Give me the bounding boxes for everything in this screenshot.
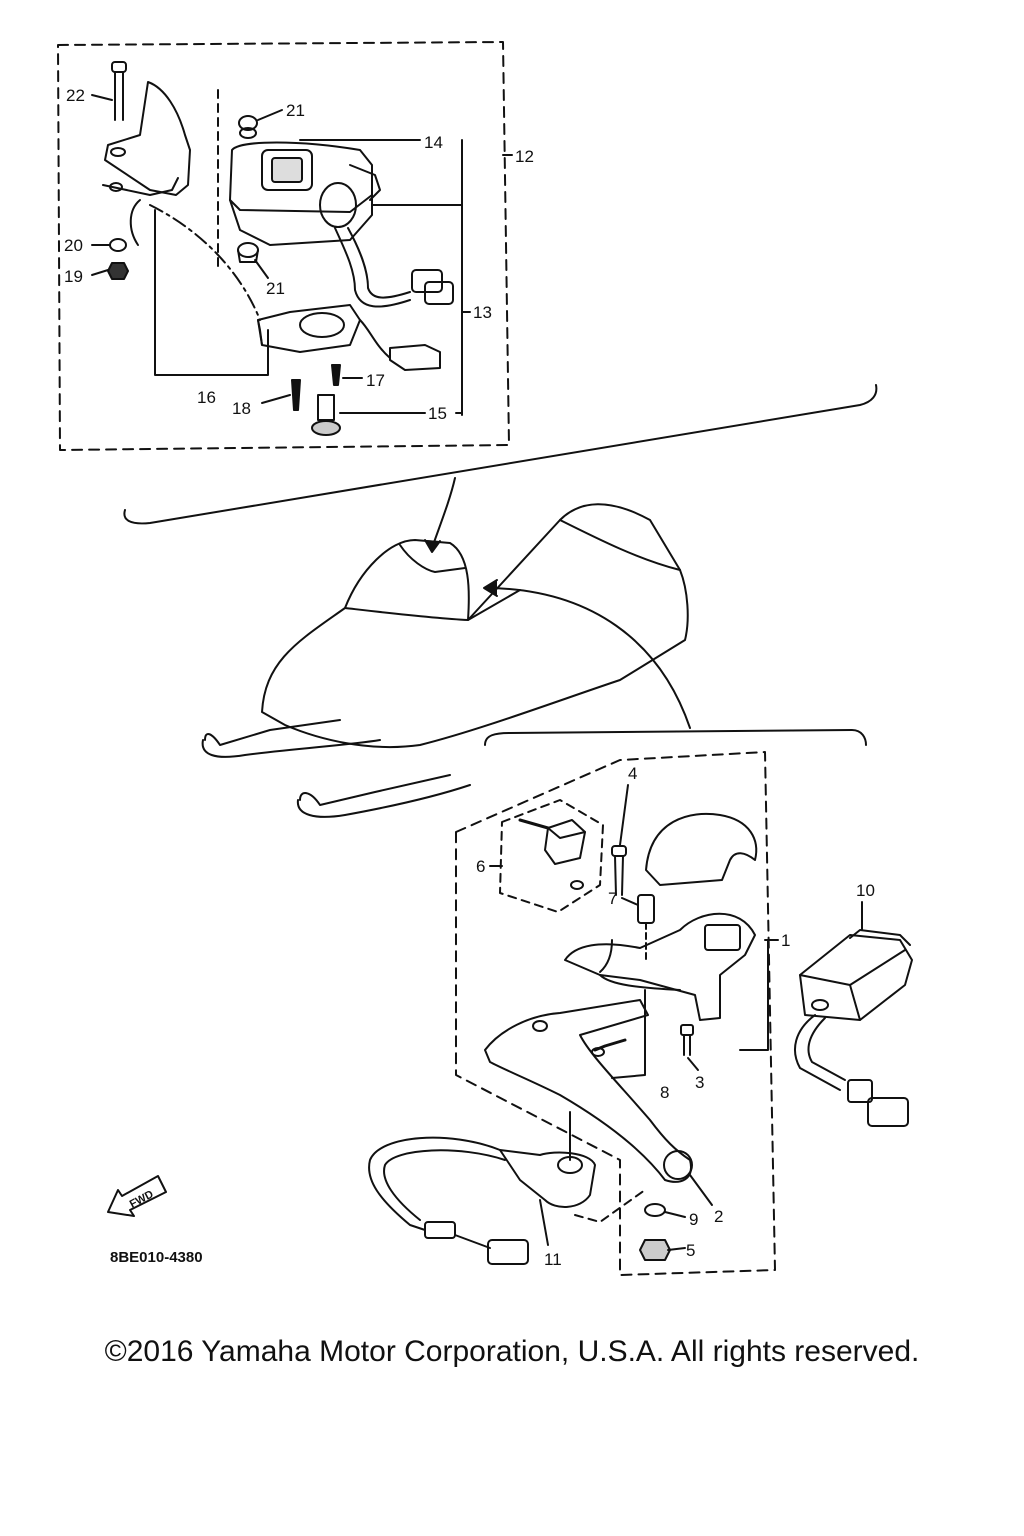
- switch-subassembly-dashed-box-6: [499, 799, 604, 913]
- snowmobile-outline: [201, 503, 689, 818]
- callout-5: 5: [686, 1241, 695, 1260]
- callout-3: 3: [695, 1073, 704, 1092]
- nut-19: [107, 262, 129, 280]
- grommet-21-upper: [238, 115, 258, 139]
- callout-12: 12: [515, 147, 534, 166]
- leader-22: [91, 94, 113, 101]
- callout-18: 18: [232, 399, 251, 418]
- grommet-21-lower: [237, 242, 259, 263]
- callout-13: 13: [473, 303, 492, 322]
- leader-3: [687, 1057, 699, 1071]
- leader-5: [667, 1247, 686, 1251]
- leader-4: [619, 784, 629, 846]
- grip-cover: [645, 812, 758, 886]
- leader-14: [299, 139, 463, 416]
- leader-19: [91, 269, 109, 276]
- parts-diagram: 22 21 14 12 20 19 21 13 17 16 18 15 4 6 …: [57, 41, 913, 1276]
- drawing-code: 8BE010-4380: [110, 1249, 203, 1266]
- callout-9: 9: [689, 1210, 698, 1229]
- leader-11: [539, 1199, 549, 1246]
- callout-16: 16: [197, 388, 216, 407]
- screw-18: [291, 379, 301, 411]
- bolt-22: [111, 61, 127, 121]
- callout-20: 20: [64, 236, 83, 255]
- screw-8: [591, 1038, 627, 1057]
- bottom-arrowhead: [483, 579, 498, 597]
- callout-2: 2: [714, 1207, 723, 1226]
- nut-5: [639, 1239, 671, 1261]
- callout-8: 8: [660, 1083, 669, 1102]
- leader-18: [261, 394, 291, 404]
- callout-6: 6: [476, 857, 485, 876]
- leader-1b: [739, 939, 769, 1051]
- top-callout-bracket: [123, 384, 878, 525]
- callout-19: 19: [64, 267, 83, 286]
- bottom-assembly-dashed-box: [455, 751, 776, 1276]
- leader-21b: [254, 259, 269, 279]
- leader-9: [664, 1211, 686, 1218]
- bottom-arrow: [489, 587, 691, 729]
- callout-14: 14: [424, 133, 443, 152]
- callout-4: 4: [628, 764, 637, 783]
- leader-2: [689, 1174, 713, 1206]
- leader-21a: [257, 109, 283, 121]
- bracket-16: [102, 81, 191, 246]
- throttle-housing: [564, 912, 756, 1021]
- washer-20: [109, 238, 127, 252]
- callout-10: 10: [856, 881, 875, 900]
- forward-arrow-icon: [107, 1175, 167, 1217]
- screw-3: [680, 1024, 694, 1056]
- screw-17: [331, 364, 341, 386]
- screw-15: [311, 394, 341, 436]
- bottom-callout-bracket: [484, 729, 867, 746]
- module-10: [794, 929, 913, 1127]
- callout-7: 7: [608, 889, 617, 908]
- leader-8: [611, 989, 646, 1079]
- leader-7: [621, 897, 639, 906]
- top-arrowhead: [424, 539, 441, 553]
- callout-21-lower: 21: [266, 279, 285, 298]
- callout-11: 11: [544, 1250, 562, 1269]
- callout-22: 22: [66, 86, 85, 105]
- switch-housing-14: [229, 141, 454, 308]
- callout-21-upper: 21: [286, 101, 305, 120]
- washer-9: [644, 1203, 666, 1217]
- switch-base-13: [257, 304, 441, 371]
- screw-4: [611, 845, 627, 896]
- switch-part-6: [518, 818, 586, 890]
- callout-15: 15: [428, 404, 447, 423]
- throttle-lever-2: [484, 999, 693, 1183]
- throttle-sensor-11: [368, 1136, 596, 1265]
- leader-dash-sensor: [574, 1189, 646, 1223]
- copyright-notice: ©2016 Yamaha Motor Corporation, U.S.A. A…: [104, 1335, 920, 1368]
- callout-1: 1: [781, 931, 790, 950]
- top-arrow: [431, 477, 456, 549]
- collar-7: [637, 894, 655, 963]
- callout-17: 17: [366, 371, 385, 390]
- mount-guide-line: [149, 204, 261, 321]
- top-assembly-dashed-box: [57, 41, 510, 451]
- leader-16: [154, 209, 269, 376]
